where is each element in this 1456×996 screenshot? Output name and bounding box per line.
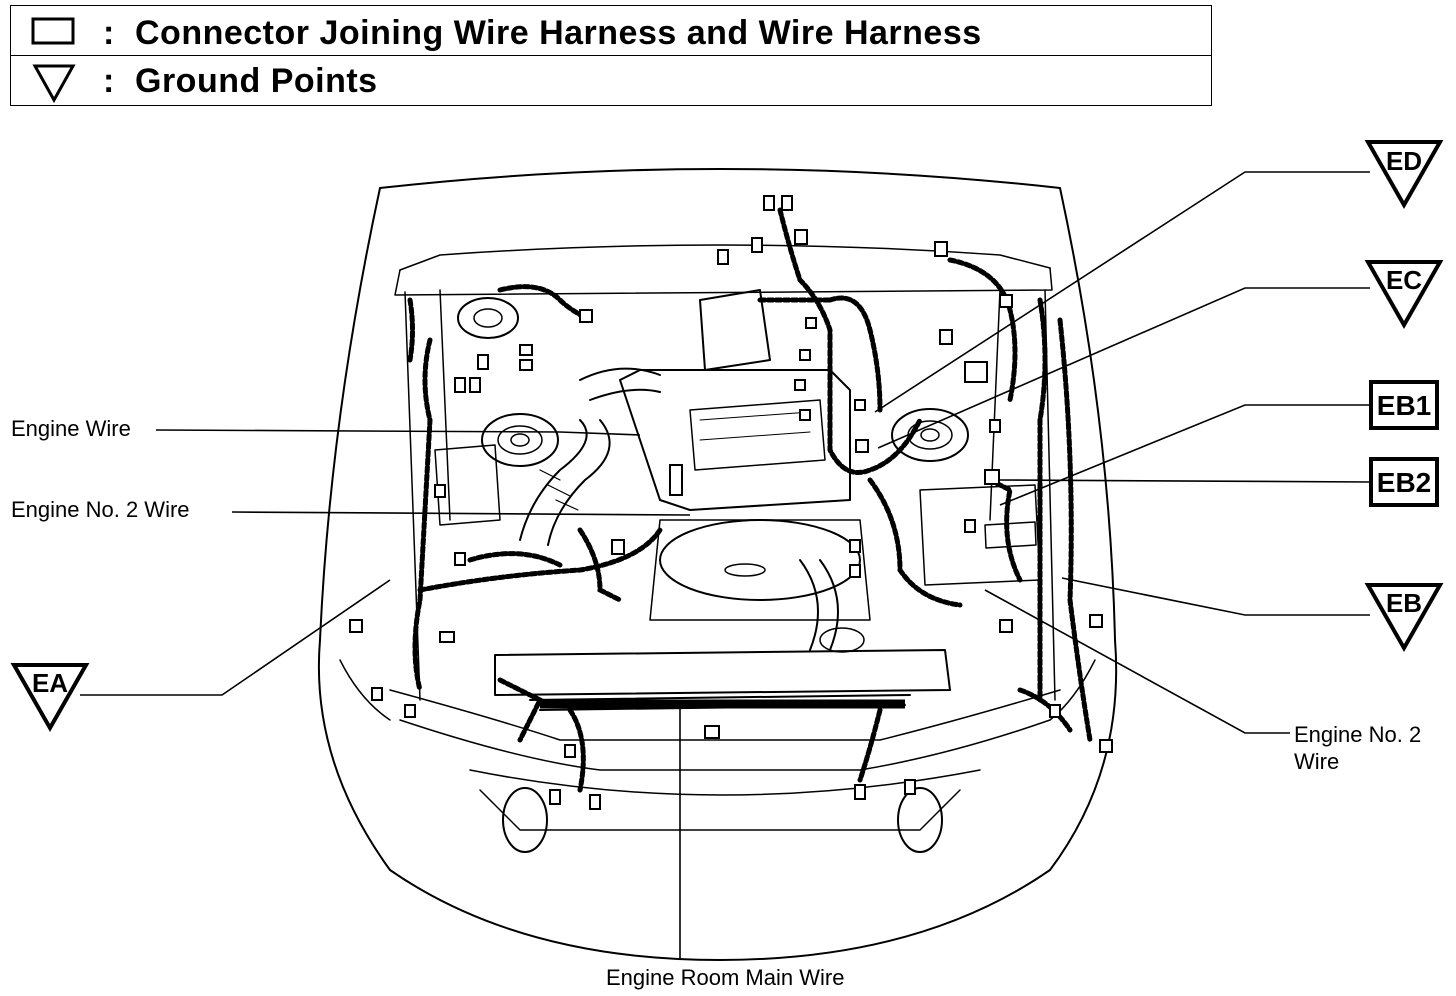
- ground-point-ea-icon: EA: [10, 663, 90, 733]
- battery-box: [434, 444, 501, 526]
- wire-harnesses: [407, 207, 1093, 793]
- intake-hose: [519, 419, 588, 541]
- connector-eb2-icon: EB2: [1369, 457, 1439, 507]
- ground-point-ec-icon: EC: [1364, 260, 1444, 330]
- leader-engine-wire: [155, 429, 641, 436]
- engine-wire-label: Engine Wire: [11, 416, 131, 441]
- right-fog-lamp: [897, 787, 943, 853]
- right-strut-tower: [891, 408, 969, 462]
- left-fog-lamp: [502, 787, 548, 853]
- ground-point-eb-icon: EB: [1364, 583, 1444, 653]
- radiator-support: [494, 649, 951, 696]
- ground-eb-label: EB: [1386, 588, 1422, 618]
- connector-eb1-icon: EB1: [1369, 380, 1439, 430]
- legend-row-connector: : Connector Joining Wire Harness and Wir…: [11, 6, 1211, 56]
- hood-right-edge: [1059, 187, 1116, 641]
- leader-engine-no2-right: [984, 589, 1290, 734]
- legend-colon-connector: :: [103, 14, 115, 52]
- leader-ed: [874, 171, 1370, 413]
- engine-no2-wire-right-label-line2: Wire: [1294, 749, 1340, 774]
- leader-ec: [877, 287, 1370, 449]
- ground-ed-label: ED: [1386, 146, 1422, 176]
- small-connectors: [349, 195, 1113, 810]
- connector-square-icon: [31, 17, 75, 45]
- engine-room-main-wire-label: Engine Room Main Wire: [606, 965, 845, 990]
- legend-ground-text: Ground Points: [135, 62, 378, 100]
- hood-left-edge: [319, 187, 381, 641]
- leader-lines: [80, 171, 1371, 960]
- hood-outline: [379, 168, 1061, 189]
- legend-box: : Connector Joining Wire Harness and Wir…: [10, 5, 1212, 106]
- relay-box: [919, 484, 1041, 586]
- ground-point-ed-icon: ED: [1364, 140, 1444, 210]
- connector-eb2-label: EB2: [1377, 467, 1431, 498]
- ground-triangle-icon: [32, 64, 76, 104]
- ground-ea-label: EA: [32, 668, 68, 698]
- connector-eb1-label: EB1: [1377, 390, 1431, 421]
- left-strut-tower: [481, 413, 559, 467]
- engine-no2-wire-right-label-line1: Engine No. 2: [1294, 722, 1422, 747]
- engine-block: [619, 369, 851, 511]
- legend-colon-ground: :: [103, 62, 115, 100]
- leader-eb: [1061, 577, 1370, 616]
- body-left: [317, 639, 1118, 961]
- engine-wire-harness: [777, 207, 923, 475]
- valve-cover: [659, 519, 861, 601]
- leader-eb1: [999, 404, 1370, 506]
- leader-engine-no2-left: [231, 511, 691, 516]
- leader-ea: [80, 579, 391, 696]
- leader-eb2: [997, 479, 1371, 483]
- ground-ec-label: EC: [1386, 265, 1422, 295]
- legend-connector-text: Connector Joining Wire Harness and Wire …: [135, 14, 982, 52]
- engine-no2-wire-left-label: Engine No. 2 Wire: [11, 497, 190, 522]
- legend-row-ground: : Ground Points: [11, 56, 1211, 106]
